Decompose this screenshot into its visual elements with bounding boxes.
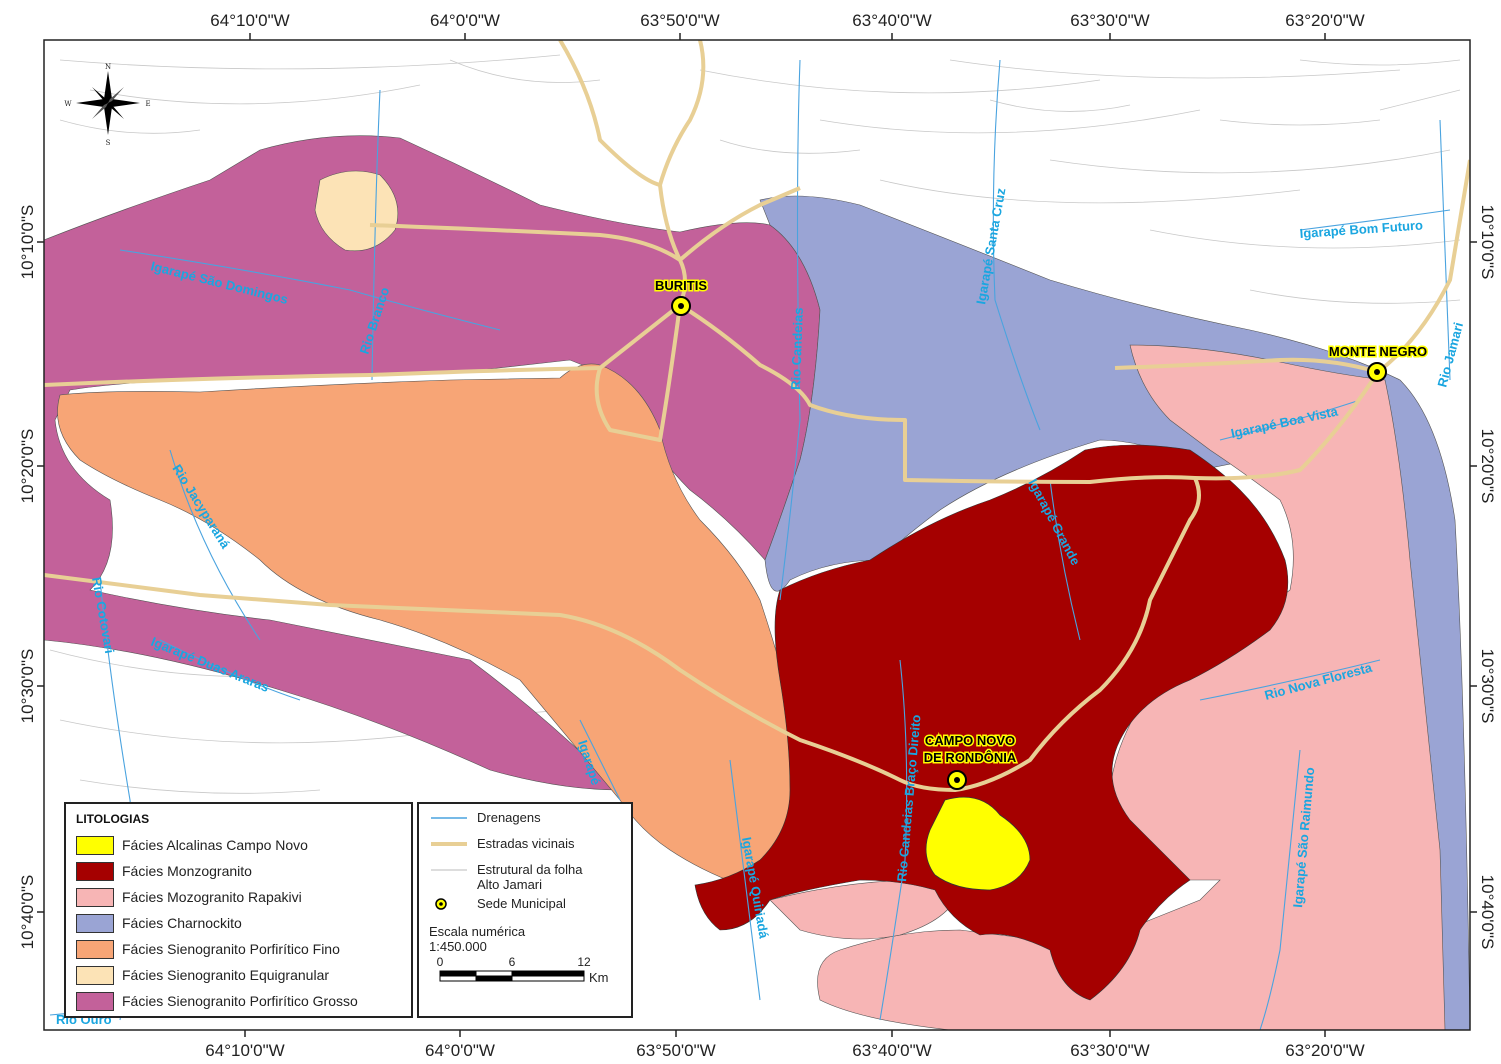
unit-monzogranito [694, 444, 1289, 1001]
lat-label: 10°10'0"S [18, 205, 37, 280]
legend-label: Fácies Sienogranito Porfirítico Fino [122, 941, 340, 957]
road-line-icon [431, 842, 467, 846]
legend-label: Estradas vicinais [477, 836, 575, 851]
legend-item: Fácies Sienogranito Equigranular [76, 962, 401, 988]
legend-swatch [76, 913, 114, 933]
lon-label: 64°0'0"W [430, 11, 500, 30]
svg-text:W: W [64, 100, 72, 108]
legend-swatch [76, 991, 114, 1011]
svg-text:N: N [105, 63, 111, 71]
north-arrow-icon: N S E W [64, 63, 150, 147]
legend-swatch [76, 965, 114, 985]
city-label: BURITIS [655, 278, 707, 293]
legend-item: Fácies Mozogranito Rapakivi [76, 884, 401, 910]
lon-label: 64°10'0"W [210, 11, 289, 30]
legend-item: Fácies Alcalinas Campo Novo [76, 832, 401, 858]
lat-label: 10°20'0"S [1478, 429, 1497, 504]
label-rio-candeias: Rio Candeias [788, 307, 806, 390]
lat-label: 10°30'0"S [1478, 649, 1497, 724]
city-monte-negro: MONTE NEGRO [1327, 343, 1429, 382]
legend-swatch [76, 887, 114, 907]
lon-label: 63°30'0"W [1070, 11, 1149, 30]
lon-label: 63°50'0"W [640, 11, 719, 30]
legend-sede: Sede Municipal [429, 896, 621, 918]
legend-label: Fácies Alcalinas Campo Novo [122, 837, 308, 853]
city-label: DE RONDÔNIA [924, 750, 1017, 765]
scale-tick: 12 [577, 955, 591, 969]
structural-line-icon [431, 869, 467, 871]
legend-label: Fácies Monzogranito [122, 863, 252, 879]
lat-label: 10°30'0"S [18, 649, 37, 724]
structural-lines [49, 54, 1461, 794]
frame-ticks [37, 33, 1477, 1037]
legend-label: Drenagens [477, 810, 541, 825]
lon-label: 64°0'0"W [425, 1041, 495, 1060]
unit-rapakivi-patch [769, 879, 961, 940]
svg-text:S: S [106, 139, 111, 147]
legend-symbols: Drenagens Estradas vicinais Estrutural d… [417, 802, 633, 1018]
legend-item: Fácies Monzogranito [76, 858, 401, 884]
scale-tick: 0 [437, 955, 444, 969]
legend-title: LITOLOGIAS [76, 812, 150, 826]
scale-title: Escala numérica [429, 924, 526, 939]
roads [44, 40, 1470, 792]
legend-label: Fácies Charnockito [122, 915, 242, 931]
legend-swatch [76, 835, 114, 855]
legend-item: Fácies Sienogranito Porfirítico Fino [76, 936, 401, 962]
legend-estradas: Estradas vicinais [429, 836, 621, 858]
lon-label: 63°50'0"W [636, 1041, 715, 1060]
drainage-network [49, 59, 1451, 1030]
lon-label: 63°30'0"W [1070, 1041, 1149, 1060]
svg-text:E: E [145, 100, 150, 108]
legend-estrutural: Estrutural da folha Alto Jamari [429, 862, 621, 892]
scale-bar: 0 6 12 Km [437, 955, 609, 985]
scale-tick: 6 [509, 955, 516, 969]
lon-label: 63°20'0"W [1285, 1041, 1364, 1060]
legend-drenagens: Drenagens [429, 810, 621, 832]
lat-label: 10°10'0"S [1478, 205, 1497, 280]
lon-label: 63°40'0"W [852, 11, 931, 30]
city-buritis: BURITIS [654, 277, 709, 316]
legend-label: Fácies Sienogranito Equigranular [122, 967, 330, 983]
lat-label: 10°40'0"S [1478, 875, 1497, 950]
lon-label: 64°10'0"W [205, 1041, 284, 1060]
scale-ratio: 1:450.000 [429, 939, 487, 954]
legend-label: Sede Municipal [477, 896, 566, 911]
legend-swatch [76, 939, 114, 959]
legend-item: Fácies Charnockito [76, 910, 401, 936]
lat-label: 10°40'0"S [18, 875, 37, 950]
city-campo-novo: CAMPO NOVO DE RONDÔNIA [922, 732, 1018, 790]
lat-label: 10°20'0"S [18, 429, 37, 504]
city-label: MONTE NEGRO [1329, 344, 1427, 359]
legend-label: Fácies Sienogranito Porfirítico Grosso [122, 993, 358, 1009]
legend-litologias: LITOLOGIAS Fácies Alcalinas Campo Novo F… [64, 802, 413, 1018]
unit-rapakivi [817, 344, 1446, 1030]
municipal-seat-icon [435, 898, 447, 910]
legend-label: Estrutural da folha Alto Jamari [477, 862, 583, 892]
legend-item: Fácies Sienogranito Porfirítico Grosso [76, 988, 401, 1014]
right-latitude-labels: 10°10'0"S 10°20'0"S 10°30'0"S 10°40'0"S [1478, 205, 1497, 950]
legend-label: Fácies Mozogranito Rapakivi [122, 889, 302, 905]
scale-unit: Km [589, 970, 609, 985]
left-latitude-labels: 10°10'0"S 10°20'0"S 10°30'0"S 10°40'0"S [18, 205, 37, 950]
lon-label: 63°20'0"W [1285, 11, 1364, 30]
map-frame [43, 39, 1471, 1031]
city-label: CAMPO NOVO [925, 733, 1015, 748]
unit-sienogranito-equigranular [314, 170, 399, 252]
legend-swatch [76, 861, 114, 881]
unit-alcalinas [925, 796, 1031, 891]
drainage-line-icon [431, 817, 467, 819]
bottom-longitude-labels: 64°10'0"W 64°0'0"W 63°50'0"W 63°40'0"W 6… [205, 1041, 1364, 1060]
lon-label: 63°40'0"W [852, 1041, 931, 1060]
top-longitude-labels: 64°10'0"W 64°0'0"W 63°50'0"W 63°40'0"W 6… [210, 11, 1364, 30]
